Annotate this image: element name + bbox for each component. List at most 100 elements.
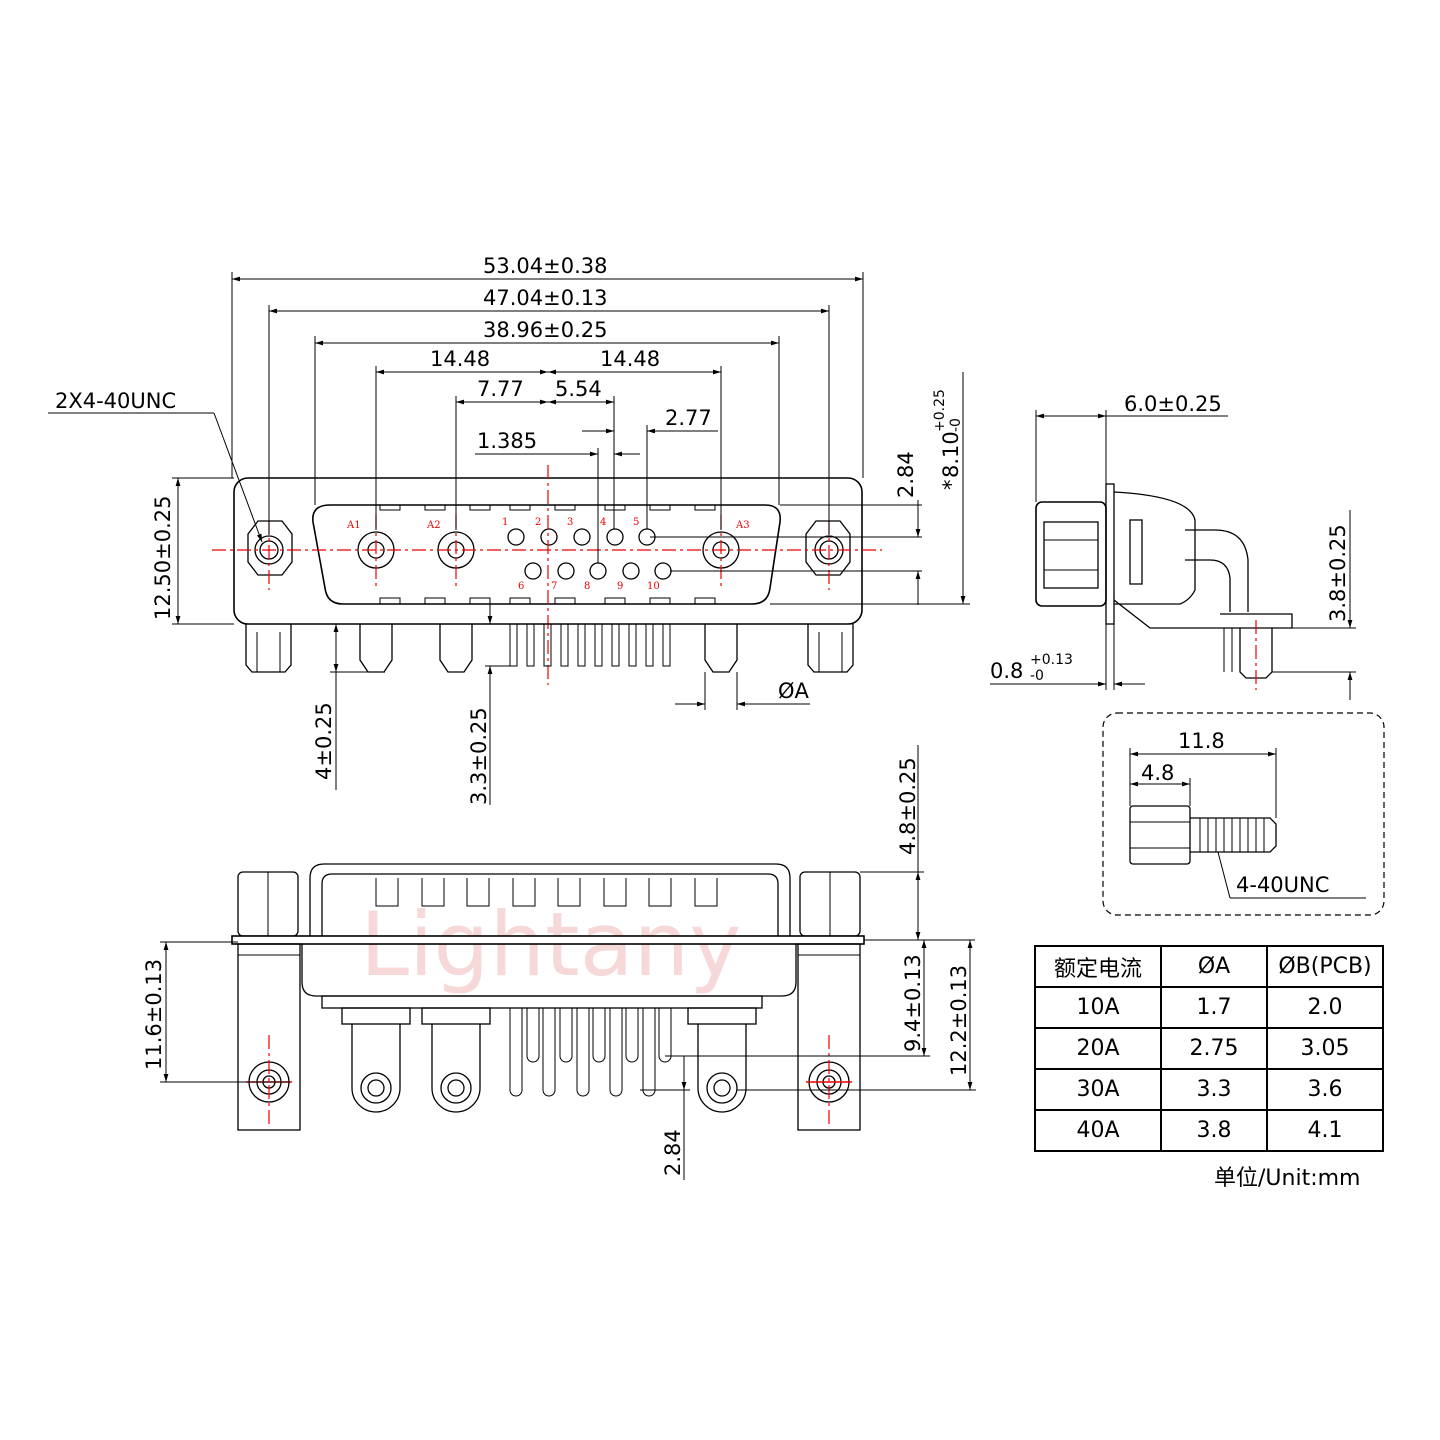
dim-half-left: 14.48 [430,347,490,371]
dim-pin-row-depth: 9.4±0.13 [901,954,925,1052]
dim-7-77: 7.77 [477,377,524,401]
bottom-flange-plate [231,935,865,945]
unit-note: 单位/Unit:mm [1214,1166,1361,1191]
dim-left-depth: 11.6±0.13 [142,959,166,1070]
dim-flange-height: 8.10 [939,431,963,478]
dim-pcb-height: 3.8±0.25 [1326,524,1350,622]
dim-pitch: 2.84 [661,1129,685,1176]
cell-diameter-b: 4.1 [1266,1109,1384,1152]
front-view: Lightany [48,254,970,805]
pin-label-a1: A1 [346,520,361,531]
pin-label-a2: A2 [426,520,441,531]
bottom-signal-tails [509,1008,672,1097]
bottom-left-hex [237,871,299,937]
dim-half-right: 14.48 [600,347,660,371]
bottom-insulator-step [321,995,763,1009]
dim-row-pitch: 2.84 [894,451,918,498]
table-row: 10A 1.7 2.0 [1034,986,1384,1029]
header-diameter-a: ØA [1160,945,1268,988]
dim-depth: 6.0±0.25 [1124,392,1222,416]
bottom-boardlock-holes [246,1035,852,1125]
side-body [1035,501,1107,607]
power-socket [687,1007,757,1025]
dim-flange-base-tol-lower: -0 [1030,668,1044,684]
cell-diameter-b: 3.05 [1266,1027,1384,1070]
pin-label-9: 9 [617,581,623,592]
dim-flange-prefix: * [939,480,963,491]
dim-shell-width: 38.96±0.25 [483,318,607,342]
side-pin-bend [1185,559,1231,612]
side-view: 6.0±0.25 3.8±0.25 0.8 +0.13 -0 [990,392,1356,700]
table-row: 40A 3.8 4.1 [1034,1109,1384,1152]
side-shell [1113,491,1196,605]
dim-screw-length: 11.8 [1178,729,1225,753]
pin-label-10: 10 [647,581,660,592]
cell-current: 20A [1034,1027,1162,1070]
screw-detail: 11.8 4.8 4-40UNC [1102,712,1385,916]
dim-flange-tol-upper: +0.25 [932,389,948,432]
dim-1-385: 1.385 [477,429,537,453]
pin-label-a3: A3 [735,520,750,531]
bottom-right-bracket [797,943,861,1131]
cell-diameter-b: 3.6 [1266,1068,1384,1111]
pin-label-2: 2 [535,517,541,528]
power-socket [421,1007,491,1025]
front-tails [245,623,854,673]
side-insert [1129,519,1143,585]
pin-label-3: 3 [567,517,573,528]
screw-thread [1190,817,1277,853]
bottom-shell-slots [375,878,718,907]
cell-current: 40A [1034,1109,1162,1152]
dim-height: 12.50±0.25 [151,496,175,620]
cell-diameter-a: 3.3 [1160,1068,1268,1111]
dim-flange-base-tol-upper: +0.13 [1030,652,1073,668]
dim-2-77: 2.77 [665,406,712,430]
thread-callout-arrow [213,412,263,543]
front-dimension-lines [231,272,864,563]
dim-mount-hole-spacing: 47.04±0.13 [483,286,607,310]
dim-flange-tol-lower: -0 [948,418,964,432]
side-hex [1043,521,1099,589]
dim-top-height: 4.8±0.25 [896,757,920,855]
pin-label-1: 1 [502,517,508,528]
power-socket [341,1007,411,1025]
dim-flange-base: 0.8 [990,659,1023,683]
screw-thread-lines [1199,818,1265,852]
bottom-shell-top [309,863,791,938]
header-rated-current: 额定电流 [1034,945,1162,988]
dim-pin-drop-mid-label: 3.3±0.25 [467,707,491,805]
cell-diameter-a: 2.75 [1160,1027,1268,1070]
thread-leader [1217,851,1231,899]
pin-label-8: 8 [584,581,590,592]
cell-diameter-a: 3.8 [1160,1109,1268,1152]
table-row: 30A 3.3 3.6 [1034,1068,1384,1111]
dim-pin-drop-left: 4±0.25 [312,702,336,780]
side-pin-bend [1185,529,1249,612]
dim-flange-height-group: * 8.10 +0.25 -0 [932,389,964,490]
pin-label-6: 6 [518,581,524,592]
bottom-left-bracket [237,943,301,1131]
dim-5-54: 5.54 [555,377,602,401]
pin-label-7: 7 [551,581,557,592]
cell-current: 30A [1034,1068,1162,1111]
cell-diameter-a: 1.7 [1160,986,1268,1029]
dim-screw-thread: 4-40UNC [1236,873,1329,897]
dim-right-depth: 12.2±0.13 [947,965,971,1076]
screw-detail-frame [1102,712,1385,916]
dim-overall-width: 53.04±0.38 [483,254,607,278]
table-row: 20A 2.75 3.05 [1034,1027,1384,1070]
dim-diameter-a: ØA [778,679,810,703]
current-rating-table: 额定电流 ØA ØB(PCB) 10A 1.7 2.0 20A 2.75 3.0… [1034,945,1384,1152]
screw-hex [1129,805,1191,865]
dim-screw-head: 4.8 [1141,761,1174,785]
pin-label-4: 4 [600,517,606,528]
bottom-power-tails [351,1024,747,1113]
side-flange [1105,483,1115,625]
table-header-row: 额定电流 ØA ØB(PCB) [1034,945,1384,988]
cell-current: 10A [1034,986,1162,1029]
pin-label-5: 5 [633,517,639,528]
bottom-shell-inner [321,873,779,938]
bottom-view: Lightany [142,745,976,1180]
header-diameter-b: ØB(PCB) [1266,945,1384,988]
